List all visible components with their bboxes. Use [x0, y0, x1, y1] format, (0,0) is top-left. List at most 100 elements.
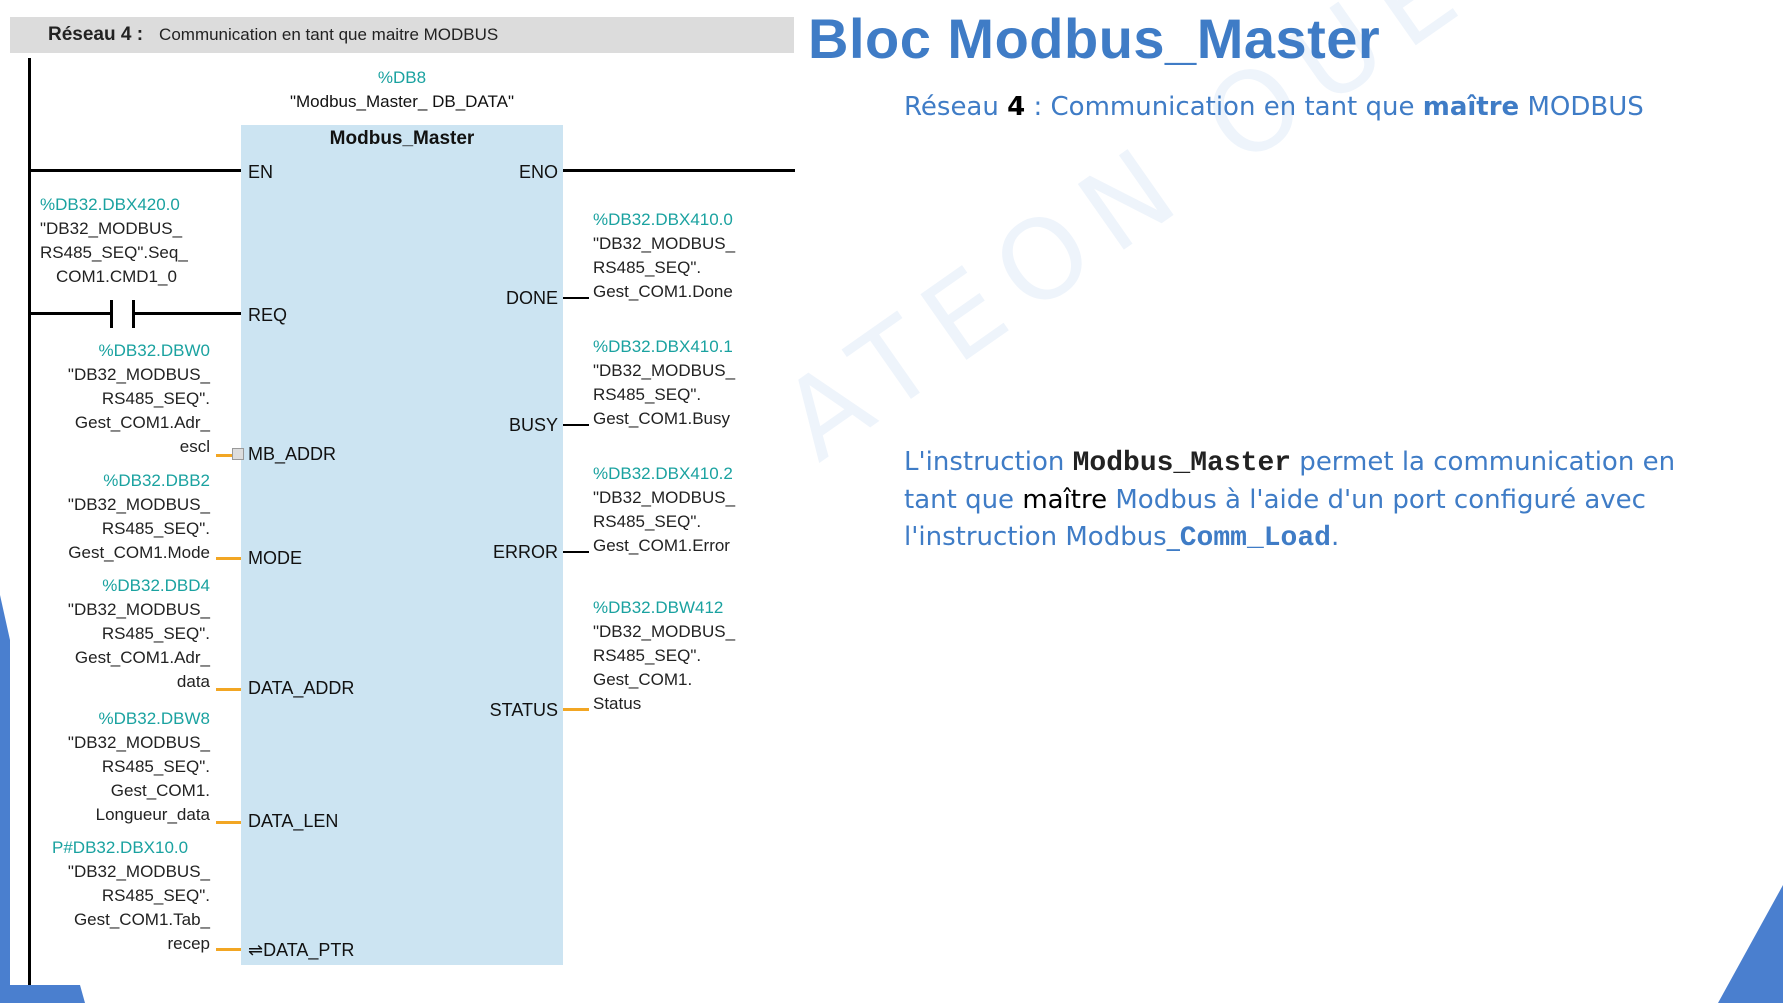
operand-address: %DB32.DBW0: [98, 341, 210, 360]
operand-line: "DB32_MODBUS_: [593, 361, 736, 380]
operand-status: %DB32.DBW412 "DB32_MODBUS_ RS485_SEQ". G…: [593, 596, 735, 716]
operand-address: %DB32.DBW8: [98, 709, 210, 728]
operand-mb-addr: %DB32.DBW0 "DB32_MODBUS_ RS485_SEQ". Ges…: [40, 339, 210, 459]
contact-bar-left: [110, 300, 113, 328]
data-ptr-wire: [216, 948, 241, 951]
operand-line: "DB32_MODBUS_: [40, 219, 183, 238]
operand-line: RS485_SEQ".: [593, 385, 702, 404]
title-part2: Modbus_Master: [947, 7, 1381, 70]
pin-data-ptr: ⇌DATA_PTR: [248, 940, 355, 960]
data-addr-wire: [216, 688, 241, 691]
operand-address: %DB32.DBX410.0: [593, 210, 733, 229]
operand-address: P#DB32.DBX10.0: [52, 838, 189, 857]
network-number: Réseau 4 :: [48, 24, 144, 45]
operand-line: Status: [593, 694, 642, 713]
function-block[interactable]: [241, 125, 563, 965]
operand-line: "DB32_MODBUS_: [593, 488, 736, 507]
desc-code-modbus-master: Modbus_Master: [1072, 448, 1292, 479]
operand-line: "DB32_MODBUS_: [67, 495, 210, 514]
left-blue-triangle: [0, 595, 10, 1003]
pin-data-len: DATA_LEN: [248, 811, 339, 831]
pin-req: REQ: [248, 305, 288, 325]
subtitle-c: MODBUS: [1519, 92, 1644, 122]
operand-line: recep: [167, 934, 210, 953]
desc-t3: Modbus à l'aide d'un port configuré avec…: [904, 485, 1646, 552]
network-comment: Communication en tant que maitre MODBUS: [159, 25, 499, 44]
operand-address: %DB32.DBX420.0: [40, 195, 180, 214]
bottom-right-triangle: [1718, 885, 1783, 1003]
mode-wire: [216, 557, 241, 560]
pin-busy: BUSY: [508, 415, 558, 435]
operand-line: Gest_COM1.Adr_: [74, 413, 210, 432]
operand-line: COM1.CMD1_0: [56, 267, 177, 286]
description: L'instruction Modbus_Master permet la co…: [904, 444, 1724, 557]
operand-line: RS485_SEQ".: [101, 624, 210, 643]
operand-line: data: [176, 672, 210, 691]
desc-t2: permet la communication en tant que: [904, 447, 1676, 515]
operand-mode: %DB32.DBB2 "DB32_MODBUS_ RS485_SEQ". Ges…: [40, 469, 210, 565]
operand-line: Gest_COM1.Tab_: [73, 910, 210, 929]
mb-addr-marker: [232, 448, 244, 460]
operand-line: RS485_SEQ".: [593, 258, 702, 277]
operand-line: Gest_COM1.Error: [593, 536, 730, 555]
operand-data-ptr: P#DB32.DBX10.0 "DB32_MODBUS_ RS485_SEQ".…: [40, 836, 210, 956]
operand-line: Gest_COM1.Adr_: [74, 648, 210, 667]
subtitle-b: : Communication en tant que: [1025, 92, 1423, 122]
operand-line: "DB32_MODBUS_: [67, 733, 210, 752]
error-wire: [563, 551, 589, 553]
operand-address: %DB32.DBB2: [103, 471, 210, 490]
operand-address: %DB32.DBX410.1: [593, 337, 733, 356]
subtitle-a: Réseau: [904, 92, 1008, 122]
data-len-wire: [216, 821, 241, 824]
operand-line: escl: [179, 437, 210, 456]
bottom-left-bar: [0, 985, 85, 1003]
pin-done: DONE: [505, 288, 558, 308]
network-header: Réseau 4 : Communication en tant que mai…: [10, 17, 794, 53]
operand-data-len: %DB32.DBW8 "DB32_MODBUS_ RS485_SEQ". Ges…: [40, 707, 210, 827]
pin-status: STATUS: [489, 700, 558, 720]
desc-code-comm-load-b: Comm_Load: [1179, 523, 1331, 554]
req-wire-right: [135, 312, 241, 315]
operand-line: "DB32_MODBUS_: [593, 234, 736, 253]
operand-line: Gest_COM1.: [110, 781, 210, 800]
subtitle-number: 4: [1007, 92, 1026, 122]
pin-en: EN: [248, 162, 274, 182]
operand-line: RS485_SEQ".: [101, 519, 210, 538]
operand-req: %DB32.DBX420.0 "DB32_MODBUS_ RS485_SEQ".…: [40, 193, 188, 289]
slide-title: Bloc Modbus_Master: [808, 6, 1380, 71]
desc-code-comm-load-a: Modbus_: [1065, 522, 1180, 552]
operand-line: RS485_SEQ".Seq_: [40, 243, 188, 262]
req-wire-left: [28, 312, 110, 315]
instance-db-name: "Modbus_Master_ DB_DATA": [289, 92, 515, 111]
desc-maitre: maître: [1022, 485, 1108, 515]
desc-t1: L'instruction: [904, 447, 1073, 477]
operand-done: %DB32.DBX410.0 "DB32_MODBUS_ RS485_SEQ".…: [593, 208, 735, 304]
status-wire: [563, 708, 589, 711]
operand-data-addr: %DB32.DBD4 "DB32_MODBUS_ RS485_SEQ". Ges…: [40, 574, 210, 694]
subtitle-bold: maître: [1422, 92, 1520, 122]
operand-line: RS485_SEQ".: [101, 389, 210, 408]
mb-addr-wire: [216, 454, 232, 457]
pin-data-addr: DATA_ADDR: [248, 678, 355, 698]
operand-address: %DB32.DBX410.2: [593, 464, 733, 483]
en-wire: [28, 169, 241, 172]
pin-mode: MODE: [248, 548, 302, 568]
pin-eno: ENO: [518, 162, 558, 182]
operand-line: RS485_SEQ".: [101, 886, 210, 905]
operand-line: RS485_SEQ".: [593, 512, 702, 531]
operand-line: RS485_SEQ".: [101, 757, 210, 776]
operand-line: Longueur_data: [95, 805, 210, 824]
operand-line: "DB32_MODBUS_: [67, 862, 210, 881]
desc-t4: .: [1330, 522, 1340, 552]
done-wire: [563, 297, 589, 299]
operand-busy: %DB32.DBX410.1 "DB32_MODBUS_ RS485_SEQ".…: [593, 335, 735, 431]
busy-wire: [563, 424, 589, 426]
operand-address: %DB32.DBW412: [593, 598, 724, 617]
operand-line: "DB32_MODBUS_: [67, 365, 210, 384]
operand-line: Gest_COM1.Mode: [68, 543, 210, 562]
operand-address: %DB32.DBD4: [102, 576, 210, 595]
operand-line: Gest_COM1.Busy: [593, 409, 730, 428]
function-block-name: Modbus_Master: [329, 128, 475, 149]
